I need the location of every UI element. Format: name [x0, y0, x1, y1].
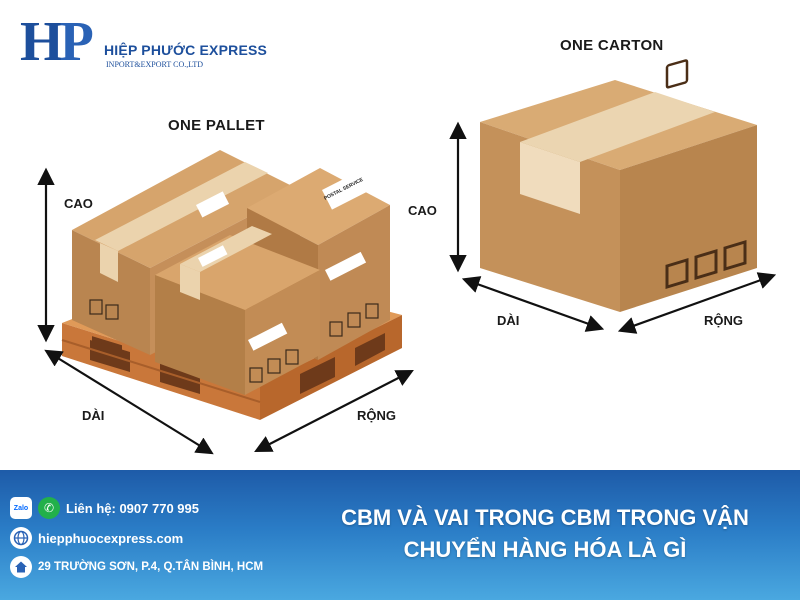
carton-width-arrow: [617, 272, 777, 334]
headline: CBM VÀ VAI TRONG CBM TRONG VẬN CHUYỂN HÀ…: [310, 502, 780, 566]
logo-mark: HP: [20, 11, 94, 73]
phone-text[interactable]: Liên hệ: 0907 770 995: [66, 500, 199, 516]
home-icon: [10, 556, 32, 578]
carton-height-label: CAO: [408, 203, 437, 218]
carton-length-label: DÀI: [497, 313, 520, 328]
pallet-box-front: [155, 226, 320, 395]
carton-title: ONE CARTON: [560, 37, 664, 54]
logo-company-subtitle: INPORT&EXPORT CO.,LTD: [106, 60, 204, 69]
pallet-length-arrow: [44, 349, 214, 455]
footer-banner: [0, 470, 800, 600]
carton-group: [449, 59, 777, 334]
company-logo[interactable]: HP HIỆP PHƯỚC EXPRESS INPORT&EXPORT CO.,…: [20, 11, 267, 74]
this-side-up-icon: [329, 303, 379, 337]
pallet-height-label: CAO: [64, 196, 93, 211]
pallet-group: POSTAL SERVICE: [37, 150, 414, 455]
pallet-width-arrow: [254, 369, 414, 453]
carton-length-arrow: [461, 276, 605, 332]
headline-line-2: CHUYỂN HÀNG HÓA LÀ GÌ: [403, 537, 687, 562]
pallet-length-label: DÀI: [82, 408, 105, 423]
globe-icon: [10, 527, 32, 549]
fragile-icon: [89, 299, 103, 315]
headline-line-1: CBM VÀ VAI TRONG CBM TRONG VẬN: [341, 505, 749, 530]
phone-icon[interactable]: ✆: [38, 497, 60, 519]
carton-width-label: RỘNG: [704, 313, 743, 328]
pallet-title: ONE PALLET: [168, 117, 265, 134]
zalo-icon[interactable]: Zalo: [10, 497, 32, 519]
logo-company-name: HIỆP PHƯỚC EXPRESS: [104, 42, 268, 58]
website-link[interactable]: hiepphuocexpress.com: [38, 530, 184, 546]
umbrella-icon: [105, 304, 119, 320]
pallet-width-label: RỘNG: [357, 408, 396, 423]
address-text: 29 TRƯỜNG SƠN, P.4, Q.TÂN BÌNH, HCM: [38, 561, 264, 573]
pallet-and-carton-illustration: POSTAL SERVICE: [37, 59, 777, 455]
contact-website[interactable]: hiepphuocexpress.com: [10, 527, 183, 549]
contact-address: 29 TRƯỜNG SƠN, P.4, Q.TÂN BÌNH, HCM: [10, 556, 263, 578]
contact-phone[interactable]: Zalo ✆ Liên hệ: 0907 770 995: [10, 497, 199, 519]
